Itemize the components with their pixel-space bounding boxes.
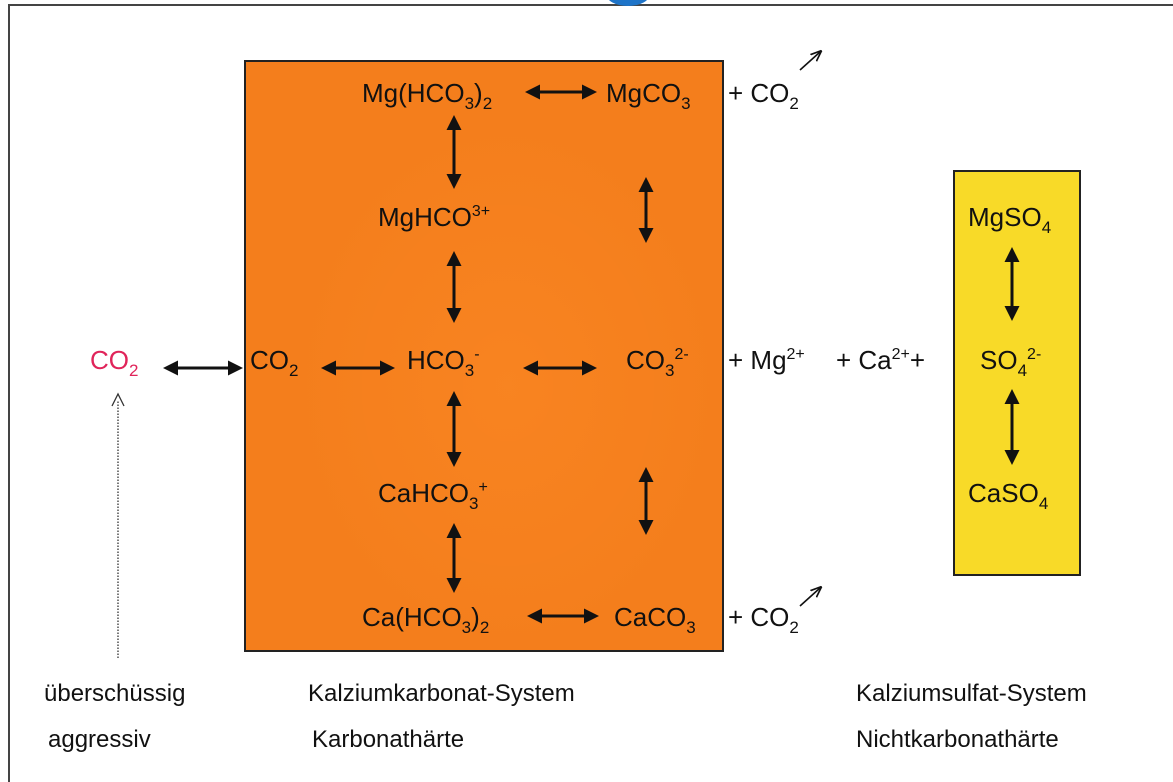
formula-ca-hco3-2: Ca(HCO3)2 [362,602,490,637]
label-aggressive: aggressiv [48,726,151,753]
calcium-carbonate-system-box [244,60,724,652]
formula-mg-hco3-2: Mg(HCO3)2 [362,78,493,113]
formula-so4: SO42- [980,345,1042,380]
label-carbonate-system: Kalziumkarbonat-System [308,680,575,707]
arrow-excess-head [111,392,125,407]
formula-cahco3: CaHCO3+ [378,478,488,513]
formula-ca-ion: + Ca2++ [836,345,926,375]
formula-co2-released-bottom: + CO2 [728,602,799,637]
arrow-co2-escape-bottom [799,588,820,607]
formula-caco3: CaCO3 [614,602,696,637]
label-noncarbonate-hardness: Nichtkarbonathärte [856,726,1059,753]
formula-co2-aggressive: CO2 [90,345,139,380]
calcium-sulfate-system-box [953,170,1081,576]
figure-frame [8,4,1173,782]
formula-mgso4: MgSO4 [968,202,1052,237]
formula-mghco3: MgHCO3+ [378,202,491,232]
arrow-co2-escape-top [799,52,820,71]
formula-co3: CO32- [626,345,689,380]
label-sulfate-system: Kalziumsulfat-System [856,680,1087,707]
label-carbonate-hardness: Karbonathärte [312,726,465,753]
formula-caso4: CaSO4 [968,478,1049,513]
formula-mg-ion: + Mg2+ [728,345,805,375]
formula-hco3: HCO3- [407,345,480,380]
label-excess: überschüssig [44,680,186,707]
formula-mgco3: MgCO3 [606,78,691,113]
formula-co2-released-top: + CO2 [728,78,799,113]
formula-co2-dissolved: CO2 [250,345,299,380]
